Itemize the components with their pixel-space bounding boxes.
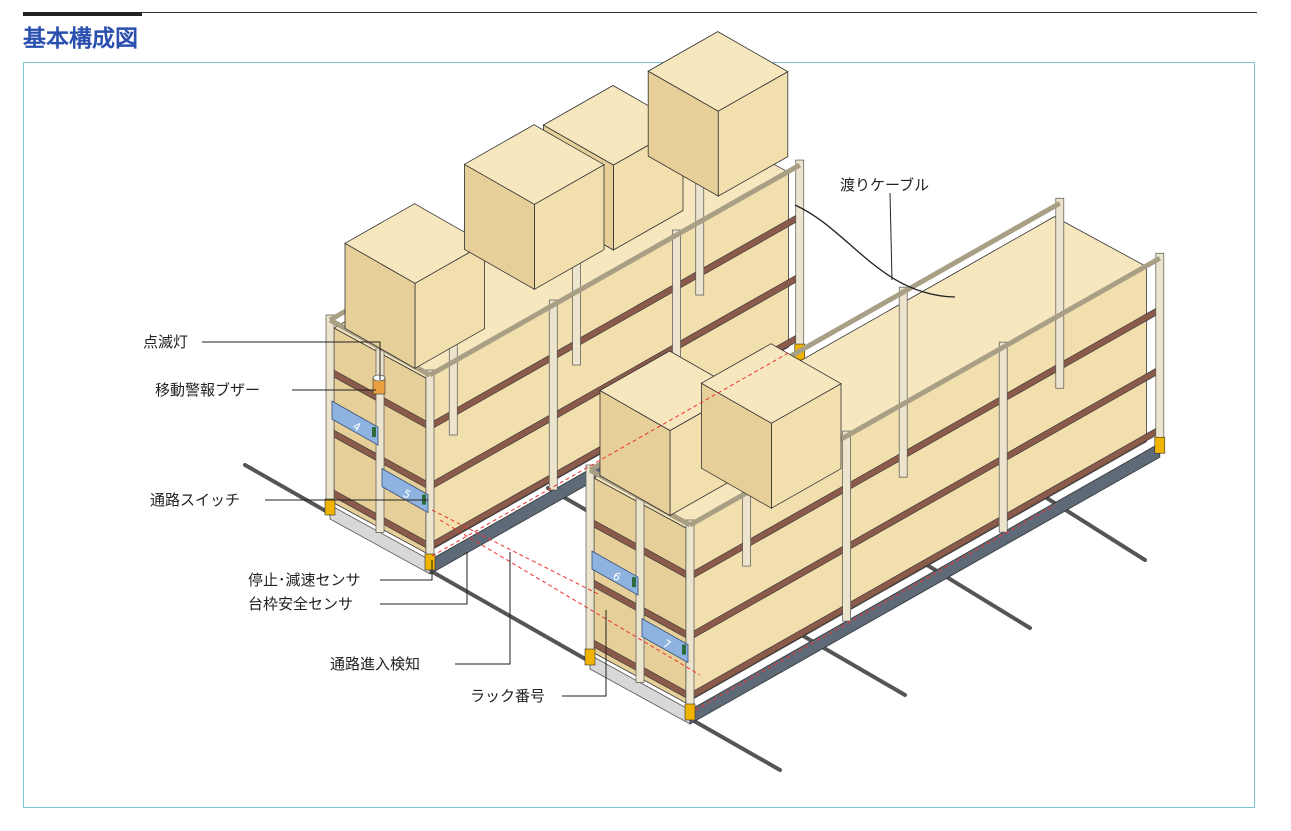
sensor-icon	[324, 498, 336, 516]
aisle-switch-icon	[632, 577, 636, 588]
top-cargo-top	[463, 124, 605, 205]
aisle-switch-icon	[682, 644, 686, 655]
upright	[898, 286, 908, 478]
top-cargo-top	[700, 343, 842, 424]
upright	[1155, 252, 1165, 444]
sensor-beams	[431, 351, 1056, 711]
aisle-switch-icon	[372, 427, 376, 438]
label-aisle-switch: 通路スイッチ	[150, 491, 240, 509]
upright	[998, 341, 1008, 533]
panel-plate	[591, 550, 639, 596]
page-title: 基本構成図	[23, 26, 138, 52]
sensor-icon	[1154, 436, 1166, 454]
panel-plate	[331, 400, 379, 446]
label-rack-number: ラック番号	[470, 687, 545, 705]
sensor-icon	[684, 703, 696, 721]
label-crossing-cable: 渡りケーブル	[840, 176, 929, 194]
sensor-beam	[431, 509, 601, 596]
sensor-icon	[584, 648, 596, 666]
diagram-frame	[23, 62, 1255, 808]
sensor-beam	[694, 504, 1056, 711]
top-rail	[428, 162, 801, 378]
rack-number-panel: 4	[331, 400, 379, 446]
header-rule	[23, 12, 1257, 13]
rack-number-panel: 7	[641, 617, 689, 664]
upright	[685, 519, 695, 711]
panel-plate	[381, 467, 429, 514]
sensor-beam	[439, 519, 701, 676]
panel-plate	[641, 617, 689, 664]
leader-lines	[202, 192, 893, 697]
label-flash-light: 点滅灯	[143, 333, 188, 351]
upright	[548, 299, 558, 491]
upright	[842, 430, 851, 622]
sensor-icon	[424, 553, 436, 571]
sensor-beam	[431, 351, 791, 557]
label-stop-sensor: 停止･減速センサ	[248, 571, 361, 589]
label-buzzer: 移動警報ブザー	[155, 381, 260, 399]
header-rule-accent	[23, 12, 142, 16]
upright	[425, 369, 435, 561]
label-aisle-detect: 通路進入検知	[330, 655, 420, 673]
label-frame-sensor: 台枠安全センサ	[248, 595, 353, 613]
rack-number-panel: 6	[591, 550, 639, 596]
top-cargo-top	[647, 31, 789, 112]
rack-2: 67	[584, 197, 1166, 725]
flash-light-icon	[372, 374, 386, 382]
upright	[795, 159, 805, 351]
upright	[1055, 197, 1065, 389]
crossing-cable	[794, 204, 956, 298]
